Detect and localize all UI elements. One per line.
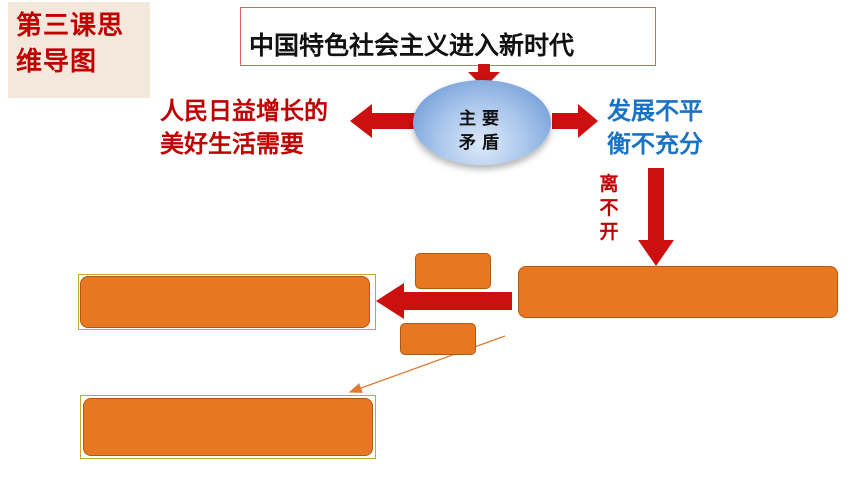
answer-box-bottom-frame xyxy=(80,395,376,459)
answer-box-small-bottom[interactable] xyxy=(400,323,476,355)
right-node: 发展不平 衡不充分 xyxy=(607,95,703,161)
left-node-line2: 美好生活需要 xyxy=(160,130,304,158)
answer-box-right[interactable] xyxy=(518,266,838,318)
arrow-title-to-center xyxy=(468,64,500,88)
arrow-thin-diagonal xyxy=(348,335,506,393)
center-label-line2: 矛盾 xyxy=(459,133,505,153)
title-box: 中国特色社会主义进入新时代 xyxy=(240,7,656,66)
right-node-line1: 发展不平 xyxy=(607,97,703,125)
lesson-badge-text: 第三课思维导图 xyxy=(16,11,125,77)
side-label: 离不开 xyxy=(599,173,619,243)
answer-box-small-top[interactable] xyxy=(415,253,491,289)
answer-box-left[interactable] xyxy=(80,276,370,328)
center-oval: 主要 矛盾 xyxy=(413,80,551,165)
center-label-line1: 主要 xyxy=(459,109,505,129)
arrow-right-box-to-left-box xyxy=(376,283,512,319)
left-node: 人民日益增长的 美好生活需要 xyxy=(160,95,328,161)
answer-box-bottom[interactable] xyxy=(83,398,373,456)
lesson-badge: 第三课思维导图 xyxy=(8,2,150,98)
right-node-line2: 衡不充分 xyxy=(607,130,703,158)
arrow-right-node-down xyxy=(638,168,674,266)
left-node-line1: 人民日益增长的 xyxy=(160,97,328,125)
arrow-center-to-left xyxy=(350,104,418,138)
page-title: 中国特色社会主义进入新时代 xyxy=(249,31,575,60)
arrow-center-to-right xyxy=(552,104,598,138)
answer-box-left-frame xyxy=(78,274,376,330)
